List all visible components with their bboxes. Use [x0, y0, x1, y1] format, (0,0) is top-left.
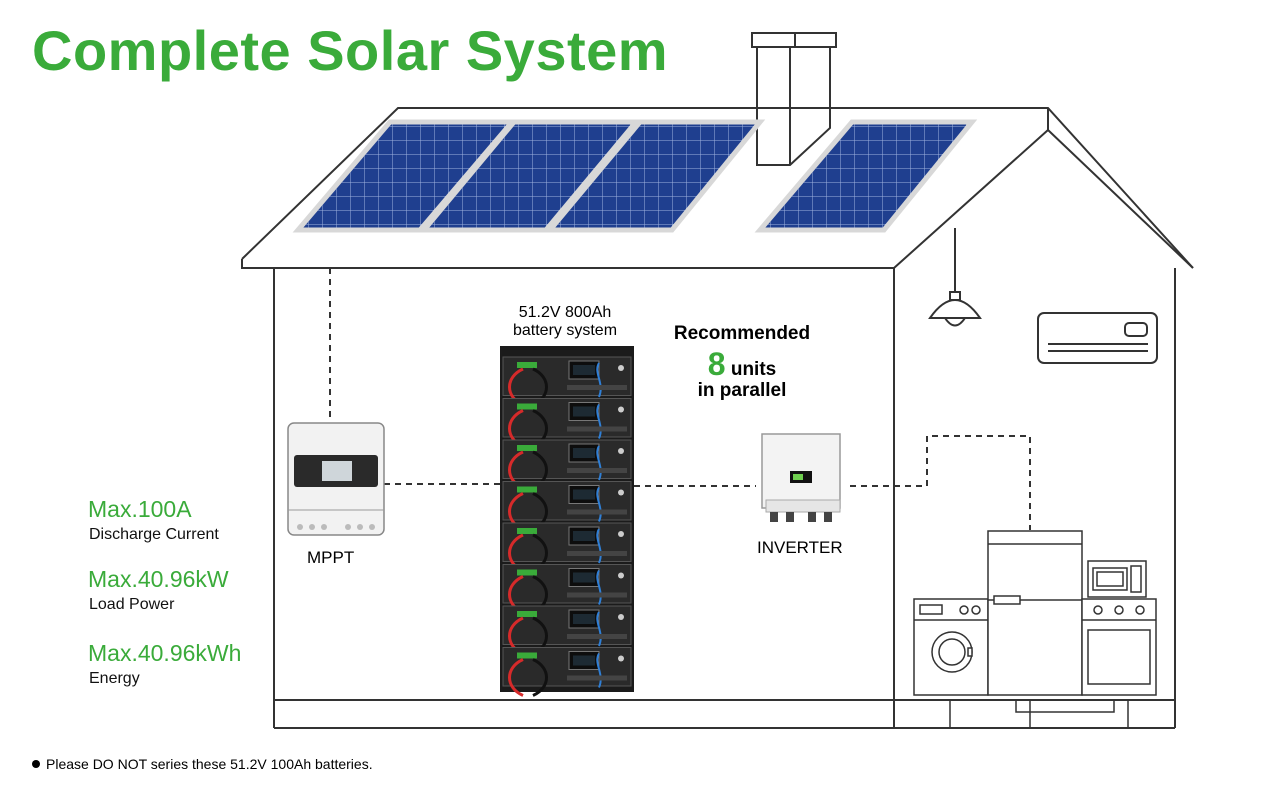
refrigerator-icon: [987, 530, 1083, 696]
recommendation-number: 8: [707, 346, 726, 382]
solar-panel: [418, 119, 642, 233]
spec-label-energy: Energy: [89, 670, 140, 687]
battery-module: [502, 356, 632, 407]
wiring: [329, 268, 1031, 530]
battery-system-title-line2: battery system: [512, 322, 618, 339]
spec-value-energy: Max.40.96kWh: [88, 640, 242, 666]
ceiling-lamp-icon: [928, 228, 982, 327]
washing-machine-icon: [913, 598, 989, 696]
oven-icon: [1081, 598, 1157, 696]
battery-rack: [500, 346, 634, 697]
recommendation-count: 8 units: [662, 346, 822, 383]
mppt-controller: [287, 422, 385, 536]
house-outline: [241, 107, 1194, 729]
battery-module: [502, 439, 632, 490]
spec-value-discharge: Max.100A: [88, 496, 192, 522]
chimney: [751, 32, 837, 166]
inverter-label: INVERTER: [757, 538, 843, 557]
battery-module: [502, 398, 632, 448]
spec-value-power: Max.40.96kW: [88, 566, 229, 592]
page-title: Complete Solar System: [32, 19, 669, 82]
solar-panel: [754, 119, 978, 233]
spec-label-discharge: Discharge Current: [89, 526, 219, 543]
solar-panel: [544, 119, 766, 233]
battery-system-title-line1: 51.2V 800Ah: [518, 304, 612, 321]
recommendation-heading: Recommended: [673, 323, 811, 344]
battery-module: [502, 647, 632, 697]
mppt-label: MPPT: [307, 548, 355, 567]
recommendation-parallel: in parallel: [697, 380, 787, 401]
warning-note-text: Please DO NOT series these 51.2V 100Ah b…: [46, 756, 373, 772]
battery-module: [502, 605, 632, 656]
solar-panel: [292, 119, 518, 233]
warning-note: Please DO NOT series these 51.2V 100Ah b…: [32, 756, 373, 772]
spec-label-power: Load Power: [89, 596, 175, 613]
microwave-icon: [1087, 560, 1147, 598]
floor-pipes: [949, 700, 1129, 728]
solar-panels: [292, 119, 978, 233]
inverter: [761, 433, 841, 522]
air-conditioner-icon: [1037, 312, 1158, 364]
recommendation-units: units: [730, 359, 777, 380]
bullet-icon: [32, 760, 40, 768]
battery-module: [502, 522, 632, 573]
